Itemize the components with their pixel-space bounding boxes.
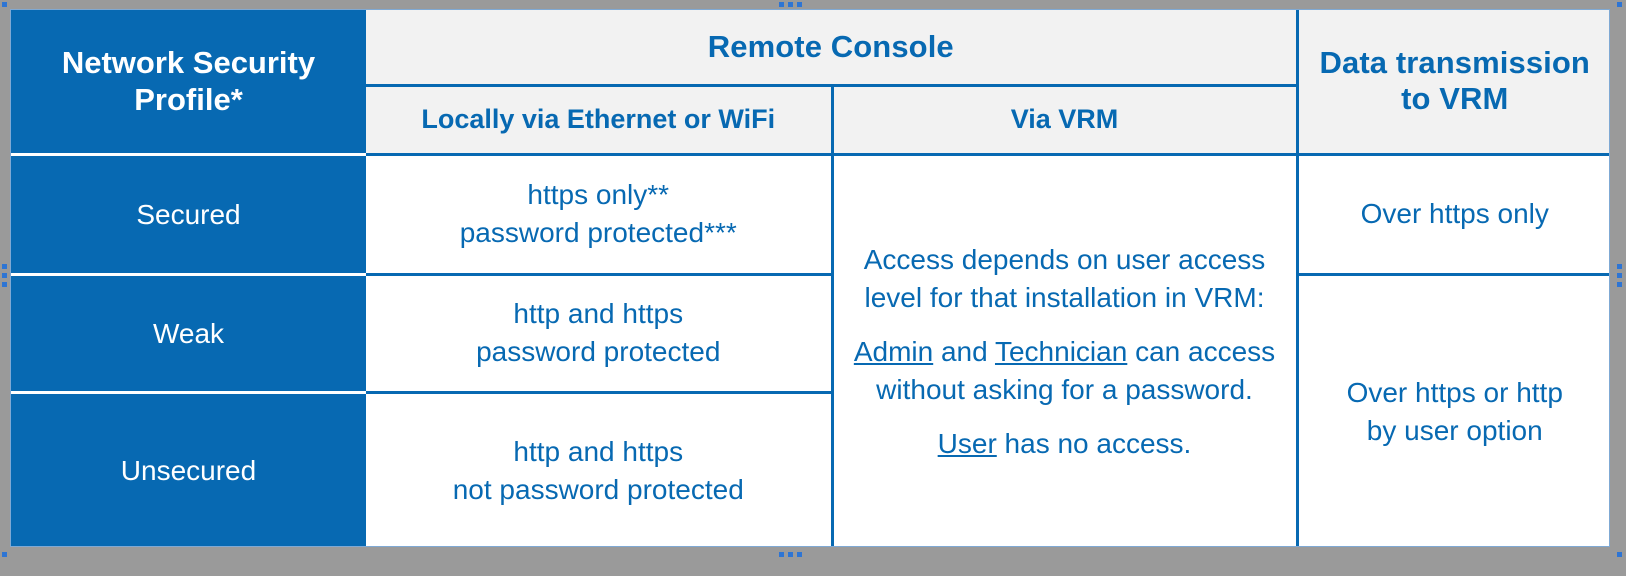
table-row-secured: Secured https only** password protected*… xyxy=(11,152,1609,546)
table-header-row-2: Locally via Ethernet or WiFi Via VRM xyxy=(11,85,1609,156)
cell-profile-weak: Weak xyxy=(11,272,366,394)
local-secured-line1: https only** xyxy=(527,179,670,211)
table-header-row-1: Network Security Profile* Remote Console… xyxy=(11,10,1609,156)
header-cell-remote-console: Remote Console xyxy=(366,10,1297,87)
transmission-secured-label: Over https only xyxy=(1360,198,1549,230)
selection-handle-bottom-right[interactable] xyxy=(1617,552,1622,557)
selection-handle-bottom-left[interactable] xyxy=(2,552,7,557)
header-via-vrm-label: Via VRM xyxy=(1010,103,1119,134)
cell-transmission-merged: Over https or http by user option xyxy=(1295,274,1609,546)
vrm-p1-line2: level for that installation in VRM: xyxy=(864,281,1265,313)
vrm-spacer-2 xyxy=(834,408,1296,425)
cell-local-secured: https only** password protected*** xyxy=(366,154,834,276)
vrm-link-user[interactable]: User xyxy=(937,427,997,459)
vrm-p1-line1: Access depends on user access xyxy=(863,244,1266,276)
vrm-p2-mid: and xyxy=(933,335,995,367)
vrm-spacer-1 xyxy=(834,316,1296,333)
cell-profile-secured: Secured xyxy=(11,152,366,276)
header-remote-console-label: Remote Console xyxy=(707,28,954,64)
vrm-link-technician[interactable]: Technician xyxy=(994,335,1128,367)
local-secured-line2: password protected*** xyxy=(459,217,737,248)
local-unsecured-line2: not password protected xyxy=(452,473,744,505)
header-profile-line2: Profile* xyxy=(134,82,243,118)
vrm-p3-post: has no access. xyxy=(996,427,1192,459)
profile-label-secured: Secured xyxy=(136,198,241,230)
cell-transmission-secured: Over https only xyxy=(1295,154,1609,276)
vrm-paragraph-1: Access depends on user access level for … xyxy=(834,241,1296,316)
transmission-merged-line2: by user option xyxy=(1366,414,1543,446)
selection-handle-bottom[interactable] xyxy=(779,552,802,557)
selection-handle-top[interactable] xyxy=(779,2,802,7)
cell-profile-unsecured: Unsecured xyxy=(11,390,366,546)
selection-handle-left[interactable] xyxy=(2,264,7,287)
selection-handle-right[interactable] xyxy=(1617,264,1622,287)
network-security-profile-table[interactable]: Network Security Profile* Remote Console… xyxy=(10,9,1610,547)
header-data-transmission-line1: Data transmission xyxy=(1319,44,1590,80)
header-cell-data-transmission: Data transmission to VRM xyxy=(1295,10,1609,156)
header-cell-network-security-profile: Network Security Profile* xyxy=(11,10,366,156)
cell-local-weak: http and https password protected xyxy=(366,274,834,394)
local-weak-line1: http and https xyxy=(513,298,684,330)
header-data-transmission-line2: to VRM xyxy=(1401,81,1509,117)
vrm-p2-line2: without asking for a password. xyxy=(876,373,1253,405)
profile-label-weak: Weak xyxy=(152,317,225,349)
table-row-weak: Weak http and https password protected O… xyxy=(11,272,1609,546)
header-cell-via-vrm: Via VRM xyxy=(832,85,1297,156)
transmission-merged-line1: Over https or http xyxy=(1346,377,1563,409)
table-grid: Network Security Profile* Remote Console… xyxy=(11,10,1609,546)
header-cell-locally-via-ethernet-or-wifi: Locally via Ethernet or WiFi xyxy=(366,85,834,156)
selection-handle-top-right[interactable] xyxy=(1617,2,1622,7)
header-profile-line1: Network Security xyxy=(61,45,316,81)
cell-local-unsecured: http and https not password protected xyxy=(366,392,834,546)
vrm-link-admin[interactable]: Admin xyxy=(853,335,934,367)
profile-label-unsecured: Unsecured xyxy=(120,455,257,487)
vrm-paragraph-2: Admin and Technician can access without … xyxy=(834,333,1296,408)
cell-via-vrm-merged: Access depends on user access level for … xyxy=(832,154,1297,546)
header-local-label: Locally via Ethernet or WiFi xyxy=(421,103,776,134)
vrm-paragraph-3: User has no access. xyxy=(834,425,1296,463)
local-weak-line2: password protected xyxy=(476,336,721,367)
selection-handle-top-left[interactable] xyxy=(2,2,7,7)
local-unsecured-line1: http and https xyxy=(513,436,684,468)
vrm-p2-post: can access xyxy=(1127,335,1276,367)
